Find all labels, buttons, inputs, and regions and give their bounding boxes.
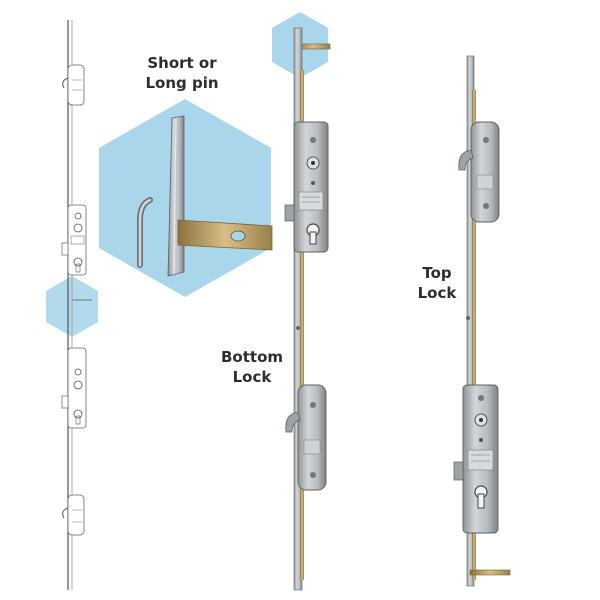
top-lock-label: Top Lock [414,263,460,303]
short-or-long-pin-label: Short or Long pin [137,53,227,93]
pin-label-line1: Short or [147,54,217,72]
right-lock [453,55,511,587]
bottom-label-line1: Bottom [220,348,283,366]
top-label-line1: Top [422,264,452,282]
bottom-lock-label: Bottom Lock [218,347,286,387]
large-hexagon [99,99,271,297]
pin-closeup [99,99,273,297]
pin-label-line2: Long pin [145,74,219,92]
bottom-label-line2: Lock [232,368,272,386]
top-label-line2: Lock [417,284,457,302]
line-drawing-lock [46,20,98,590]
middle-lock [272,12,331,591]
